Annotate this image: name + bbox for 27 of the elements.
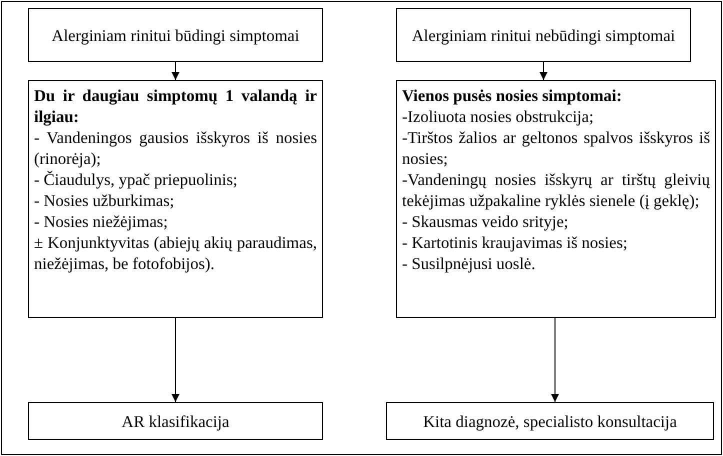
list-item: - Susilpnėjusi uoslė.	[402, 253, 536, 274]
list-heading: Du ir daugiau simptomų 1 valandą ir ilgiau:	[34, 85, 317, 127]
list-item: ± Konjunktyvitas (abiejų akių paraudimas, niežėjimas, be fotofobijos).	[34, 232, 317, 274]
list-item: - Skausmas veido srityje;	[402, 211, 570, 232]
box-title: AR klasifikacija	[122, 410, 230, 432]
arrow	[172, 318, 180, 402]
list-item: - Vandeningos gausios išskyros iš nosies (rinorėja);	[34, 127, 317, 169]
box-title: Kita diagnozė, specialisto konsultacija	[423, 410, 677, 432]
arrow	[172, 62, 180, 80]
list-item: - Kartotinis kraujavimas iš nosies;	[402, 232, 628, 253]
arrow	[551, 318, 559, 402]
list-item: -Izoliuota nosies obstrukcija;	[402, 106, 595, 127]
list-heading: Vienos pusės nosies simptomai:	[402, 85, 623, 106]
arrow	[540, 62, 548, 80]
box-title: Alerginiam rinitui nebūdingi simptomai	[412, 24, 676, 46]
process-box	[28, 8, 323, 62]
symptom-list-box	[28, 80, 323, 318]
symptom-list-box	[396, 80, 716, 318]
list-item: - Nosies niežėjimas;	[34, 211, 169, 232]
list-item: -Vandeningų nosies išskyrų ar tirštų gleivių tekėjimas užpakaline ryklės sienele (į geklę);	[402, 169, 710, 211]
process-box	[386, 402, 714, 440]
list-item: - Čiaudulys, ypač priepuolinis;	[34, 169, 238, 190]
list-item: -Tirštos žalios ar geltonos spalvos išskyros iš nosies;	[402, 127, 710, 169]
process-box	[28, 402, 323, 440]
process-box	[396, 8, 691, 62]
list-item: - Nosies užburkimas;	[34, 190, 176, 211]
box-title: Alerginiam rinitui būdingi simptomai	[52, 24, 300, 46]
